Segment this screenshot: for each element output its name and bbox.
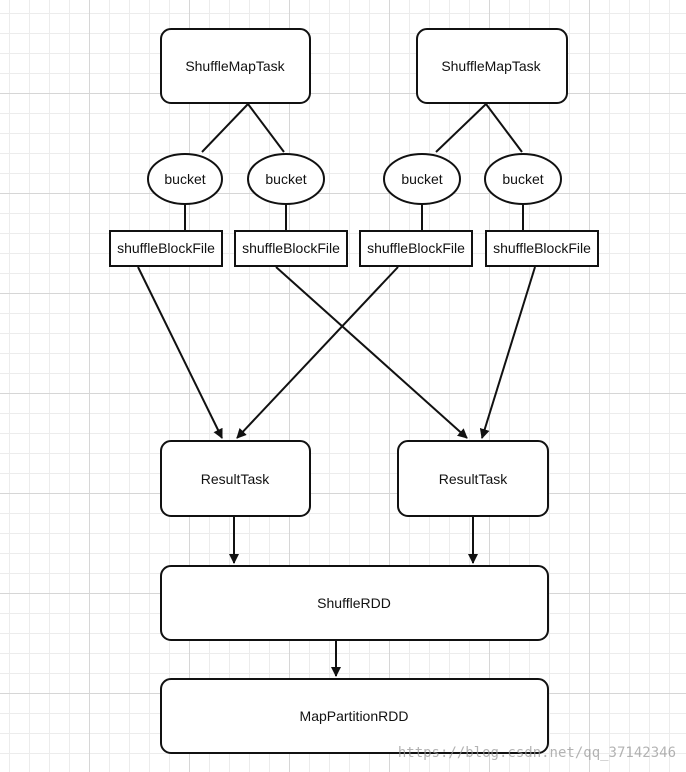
watermark-text: https://blog.csdn.net/qq_37142346 <box>398 745 676 761</box>
shuffle-rdd-node: ShuffleRDD <box>160 565 549 641</box>
arrow-block-file-1-to-result-task-1 <box>137 266 223 439</box>
shuffle-rdd-label: ShuffleRDD <box>317 595 391 611</box>
map-task-node-2: ShuffleMapTask <box>416 28 568 104</box>
block-file-label: shuffleBlockFile <box>242 240 340 256</box>
map-task-label: ShuffleMapTask <box>441 58 541 74</box>
bucket-node-1: bucket <box>147 153 223 205</box>
arrow-block-file-4-to-result-task-2 <box>479 266 536 439</box>
result-task-node-2: ResultTask <box>397 440 549 517</box>
map-task-node-1: ShuffleMapTask <box>160 28 311 104</box>
block-file-label: shuffleBlockFile <box>367 240 465 256</box>
block-file-node-3: shuffleBlockFile <box>359 230 473 267</box>
edge-map-task-1-to-bucket-1 <box>201 103 249 153</box>
bucket-node-3: bucket <box>383 153 461 205</box>
block-file-label: shuffleBlockFile <box>493 240 591 256</box>
map-partition-rdd-node: MapPartitionRDD <box>160 678 549 754</box>
arrow-block-file-2-to-result-task-2 <box>275 266 468 439</box>
bucket-node-2: bucket <box>247 153 325 205</box>
result-task-label: ResultTask <box>439 471 508 487</box>
bucket-label: bucket <box>502 171 543 187</box>
connector-layer <box>137 103 536 677</box>
bucket-node-4: bucket <box>484 153 562 205</box>
block-file-node-2: shuffleBlockFile <box>234 230 348 267</box>
arrow-block-file-3-to-result-task-1 <box>236 266 399 439</box>
block-file-label: shuffleBlockFile <box>117 240 215 256</box>
bucket-label: bucket <box>401 171 442 187</box>
bucket-label: bucket <box>265 171 306 187</box>
edge-map-task-2-to-bucket-3 <box>435 103 487 153</box>
result-task-node-1: ResultTask <box>160 440 311 517</box>
bucket-label: bucket <box>164 171 205 187</box>
map-task-label: ShuffleMapTask <box>185 58 285 74</box>
block-file-node-1: shuffleBlockFile <box>109 230 223 267</box>
block-file-node-4: shuffleBlockFile <box>485 230 599 267</box>
edge-map-task-1-to-bucket-2 <box>247 103 285 153</box>
result-task-label: ResultTask <box>201 471 270 487</box>
map-partition-rdd-label: MapPartitionRDD <box>300 708 409 724</box>
edge-map-task-2-to-bucket-4 <box>485 103 523 153</box>
